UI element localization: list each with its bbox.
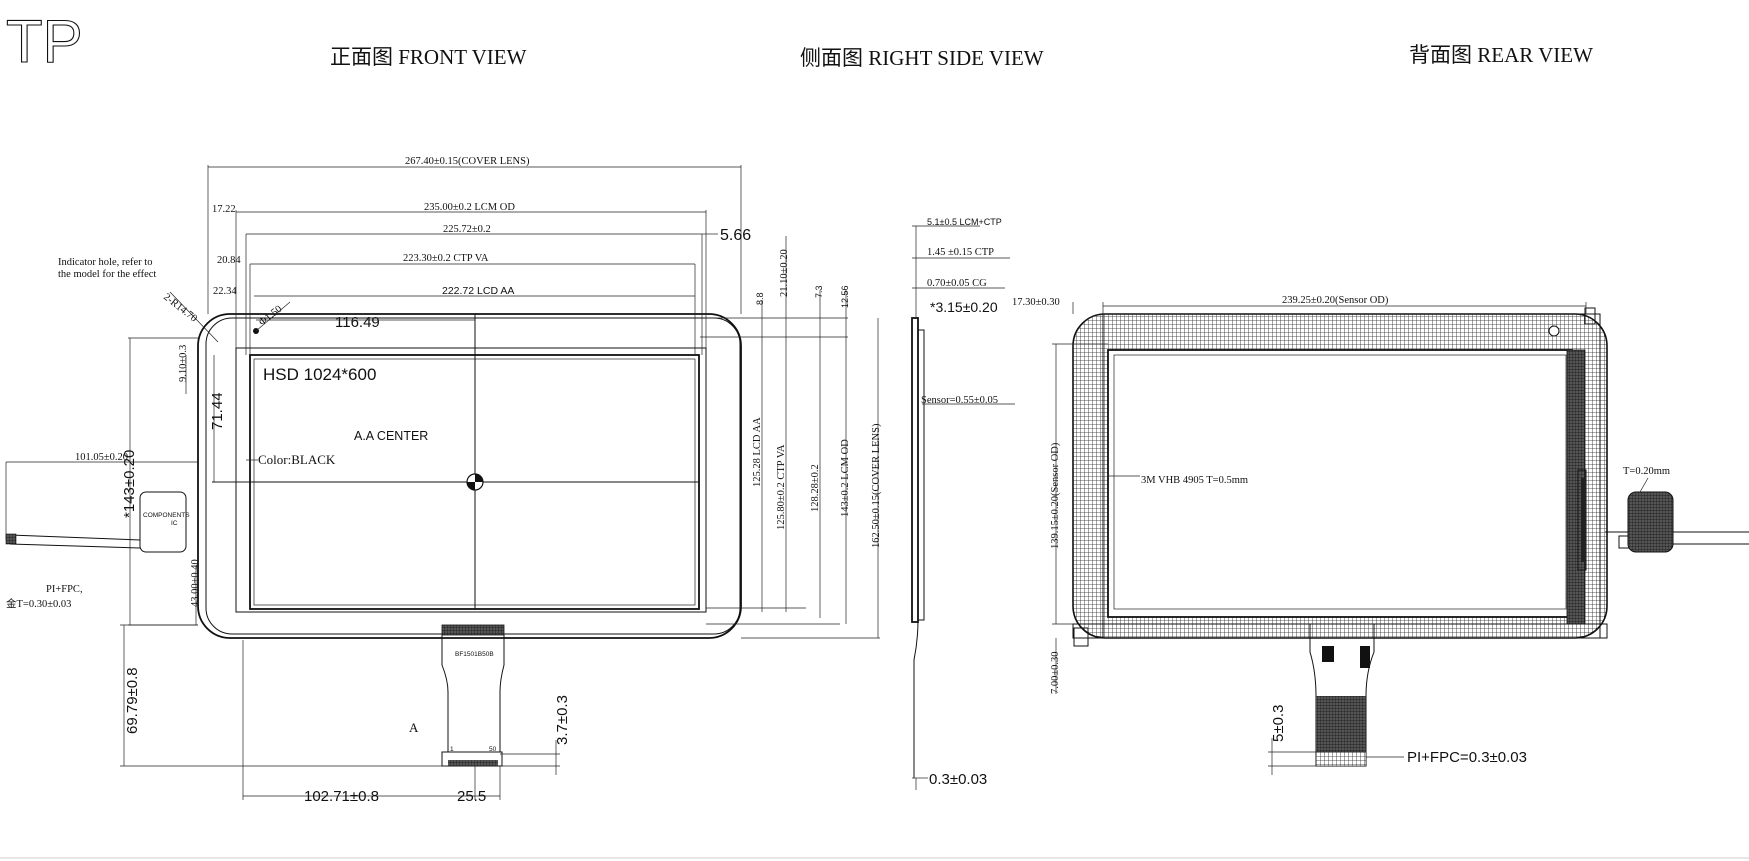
rear-7-00: 7.00±0.30: [1050, 651, 1061, 694]
hole-diameter-note: Φ1.50: [257, 304, 284, 329]
rear-5-0-3: 5±0.3: [1270, 705, 1287, 742]
components-ic-box: [139, 491, 187, 553]
dim-71-44: 71.44: [209, 392, 226, 430]
pi-fpc-label-1: PI+FPC,: [46, 584, 83, 595]
side-0-3: 0.3±0.03: [929, 771, 987, 788]
pi-fpc-label-2: 金T=0.30±0.03: [6, 597, 71, 610]
dim-116-49: 116.49: [335, 314, 380, 331]
cover-lens-outline: [197, 313, 742, 639]
svg-text:TP: TP: [6, 8, 83, 75]
side-view-title: 侧面图 RIGHT SIDE VIEW: [800, 46, 1044, 70]
side-view: 5.1±0.5 LCM+CTP 1.45 ±0.15 CTP 0.70±0.05…: [911, 217, 1015, 790]
rear-tape-area: [1107, 349, 1573, 618]
dim-7-3: 7.3: [814, 285, 824, 298]
fpc-part-code: BF1501B50B: [455, 651, 494, 658]
aa-center-label: A.A CENTER: [354, 429, 428, 443]
dim-25-5: 25.5: [457, 788, 486, 805]
panel-model-label: HSD 1024*600: [263, 365, 376, 384]
side-cg: 0.70±0.05 CG: [927, 278, 987, 289]
side-sensor: Sensor=0.55±0.05: [921, 395, 998, 406]
side-3-15: *3.15±0.20: [930, 299, 998, 315]
radius-note: 2-R14.70: [161, 292, 199, 325]
dim-128-28: 128.28±0.2: [810, 464, 821, 512]
side-cover-glass: [911, 317, 919, 623]
rear-tape-spec: 3M VHB 4905 T=0.5mm: [1141, 475, 1248, 486]
dim-5-66: 5.66: [720, 227, 751, 244]
fpc-tail: [441, 624, 505, 767]
detail-label-a: A: [409, 720, 419, 735]
side-lcm-ctp: 5.1±0.5 LCM+CTP: [927, 217, 1002, 227]
tp-logo: TP: [5, 7, 83, 75]
dim-lcm-od-height: 143±0.2 LCM OD: [840, 439, 851, 517]
front-view-title: 正面图 FRONT VIEW: [330, 45, 527, 69]
dim-8-8: 8.8: [755, 292, 765, 305]
fpc-pin-1: 1: [450, 746, 454, 753]
dim-17-22: 17.22: [212, 204, 236, 215]
dim-143: *143±0.20: [121, 450, 138, 518]
color-label: Color:BLACK: [258, 452, 336, 467]
rear-sensor-od-height: 139.15±0.20(Sensor OD): [1050, 442, 1061, 549]
rear-sensor-od-width: 239.25±0.20(Sensor OD): [1282, 295, 1389, 306]
rear-pi-fpc: PI+FPC=0.3±0.03: [1407, 749, 1527, 766]
dim-12-56: 12.56: [840, 285, 850, 308]
dim-ctp-va-height: 125.80±0.2 CTP VA: [776, 444, 787, 530]
rear-view: T=0.20mm 17.30±0.30 239.25±0.20(Sensor O…: [1012, 295, 1749, 775]
dim-69-79: 69.79±0.8: [124, 667, 141, 734]
components-label: COMPONENTS: [143, 512, 190, 519]
rear-fpc-tail: [1309, 624, 1375, 767]
dim-cover-lens-height: 162.50±0.15(COVER LENS): [871, 423, 882, 548]
dim-21-10: 21.10±0.20: [779, 249, 790, 297]
dim-lcd-aa-height: 125.28 LCD AA: [752, 417, 763, 487]
rear-t-0-20: T=0.20mm: [1623, 466, 1670, 477]
dim-225-72: 225.72±0.2: [443, 224, 491, 235]
dim-22-34: 22.34: [213, 286, 237, 297]
front-view: 267.40±0.15(COVER LENS) 235.00±0.2 LCM O…: [5, 156, 882, 805]
ic-label: IC: [171, 520, 178, 527]
indicator-note-line-2: the model for the effect: [58, 269, 156, 280]
dim-lcd-aa-width: 222.72 LCD AA: [442, 285, 514, 297]
rear-view-title: 背面图 REAR VIEW: [1409, 43, 1593, 67]
dim-43-00: 43.00±0.40: [190, 559, 201, 607]
indicator-note-line-1: Indicator hole, refer to: [58, 257, 152, 268]
dim-ctp-va-width: 223.30±0.2 CTP VA: [403, 253, 489, 264]
dim-101-05: 101.05±0.20: [75, 452, 128, 463]
rear-17-30: 17.30±0.30: [1012, 297, 1060, 308]
dim-cover-lens-width: 267.40±0.15(COVER LENS): [405, 156, 530, 167]
dim-lcm-od-width: 235.00±0.2 LCM OD: [424, 202, 515, 213]
side-ctp: 1.45 ±0.15 CTP: [927, 247, 994, 258]
dim-3-7: 3.7±0.3: [554, 695, 571, 745]
dim-20-84: 20.84: [217, 255, 241, 266]
fpc-pin-50: 50: [489, 746, 497, 753]
aa-center-mark: [466, 473, 484, 491]
dim-9-10: 9.10±0.3: [178, 345, 189, 382]
dim-102-71: 102.71±0.8: [304, 788, 379, 805]
